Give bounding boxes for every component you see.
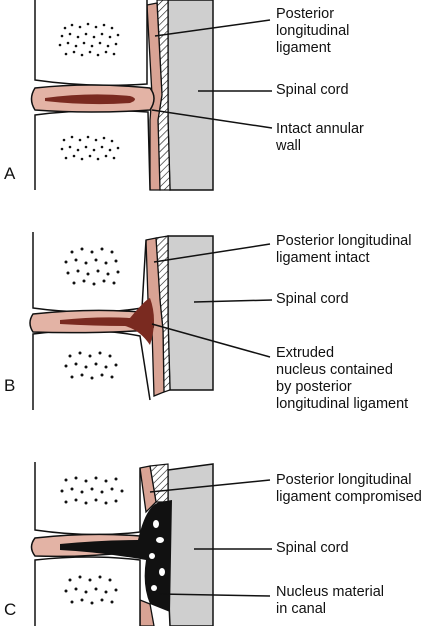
panel-b-drawing <box>29 232 273 410</box>
panel-b-nucleus <box>60 298 154 345</box>
panel-a-vertebra-lower <box>34 109 151 191</box>
panel-c-label-posterior-ligament: Posterior longitudinal ligament compromi… <box>276 472 422 505</box>
panel-b-label-spinal-cord: Spinal cord <box>276 291 349 307</box>
panel-b-label-extruded-nucleus: Extruded nucleus contained by posterior … <box>276 345 409 412</box>
panel-a-label-spinal-cord: Spinal cord <box>276 82 349 98</box>
panel-c-leader-ligament <box>149 479 271 493</box>
panel-c-vertebra-upper <box>34 462 141 536</box>
panel-a-vertebra-upper <box>34 0 148 87</box>
panel-c-vertebra-lower <box>34 556 141 626</box>
panel-c-leader-nucleus <box>159 593 271 597</box>
panel-b-vertebra-lower <box>32 329 151 410</box>
panel-c-label-nucleus-material: Nucleus material in canal <box>276 584 384 617</box>
panel-b-leader-nucleus <box>151 323 271 358</box>
panel-b-vertebra-upper <box>32 232 147 313</box>
panel-b-leader-cord <box>193 299 273 303</box>
panel-a-label-annular-wall: Intact annular wall <box>276 121 364 154</box>
panel-c-posterior-ligament <box>139 465 157 514</box>
panel-a-label-posterior-ligament: Posterior longitudinal ligament <box>276 6 350 56</box>
panel-letter-a: A <box>4 164 16 183</box>
panel-c-nucleus-material <box>60 500 172 612</box>
panel-a-drawing <box>30 0 273 191</box>
panel-letter-c: C <box>4 600 17 619</box>
panel-letter-b: B <box>4 376 16 395</box>
panel-c-label-spinal-cord: Spinal cord <box>276 540 349 556</box>
panel-a-leader-annulus <box>151 109 273 129</box>
panel-b-leader-ligament <box>153 243 271 263</box>
panel-c-drawing <box>30 462 272 626</box>
panel-b-label-posterior-ligament: Posterior longitudinal ligament intact <box>276 233 412 266</box>
panel-a-nucleus <box>45 94 135 105</box>
panel-a-leader-ligament <box>154 19 271 37</box>
